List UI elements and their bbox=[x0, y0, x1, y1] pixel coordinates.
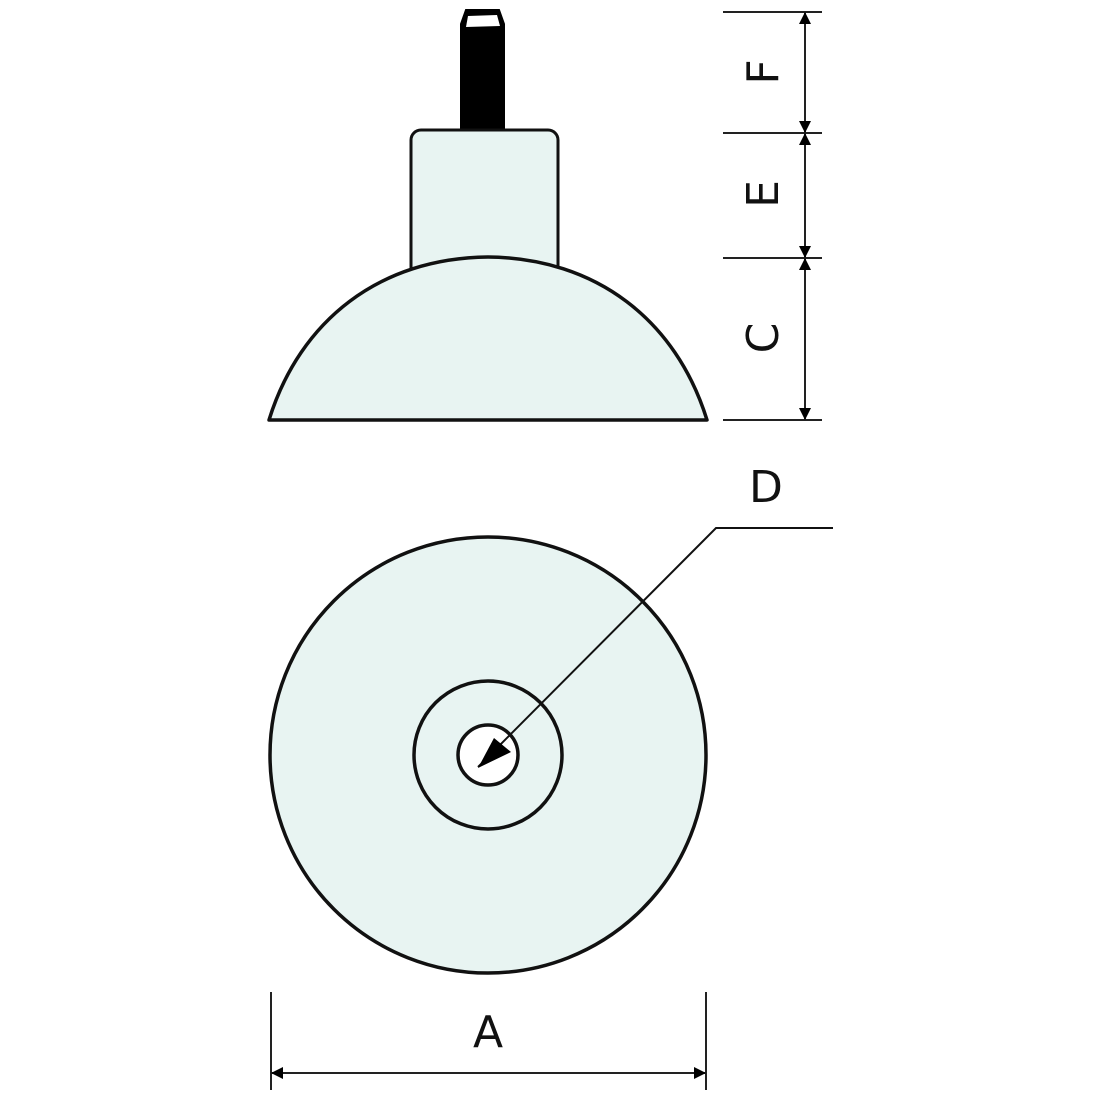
dimension-label-a: A bbox=[473, 1007, 503, 1058]
dimension-label-e: E bbox=[738, 180, 789, 208]
leader-arrowhead bbox=[478, 738, 511, 768]
horizontal-dimension-a bbox=[270, 992, 707, 1090]
threaded-stud bbox=[460, 9, 505, 136]
body-circle bbox=[412, 679, 564, 831]
dimension-label-d: D bbox=[749, 462, 783, 513]
side-view bbox=[267, 9, 709, 422]
dimension-label-f: F bbox=[738, 59, 789, 84]
dimension-label-c: C bbox=[738, 323, 789, 354]
dome-base bbox=[267, 255, 709, 422]
vertical-dimensions bbox=[723, 11, 822, 421]
leader-d bbox=[477, 527, 833, 768]
